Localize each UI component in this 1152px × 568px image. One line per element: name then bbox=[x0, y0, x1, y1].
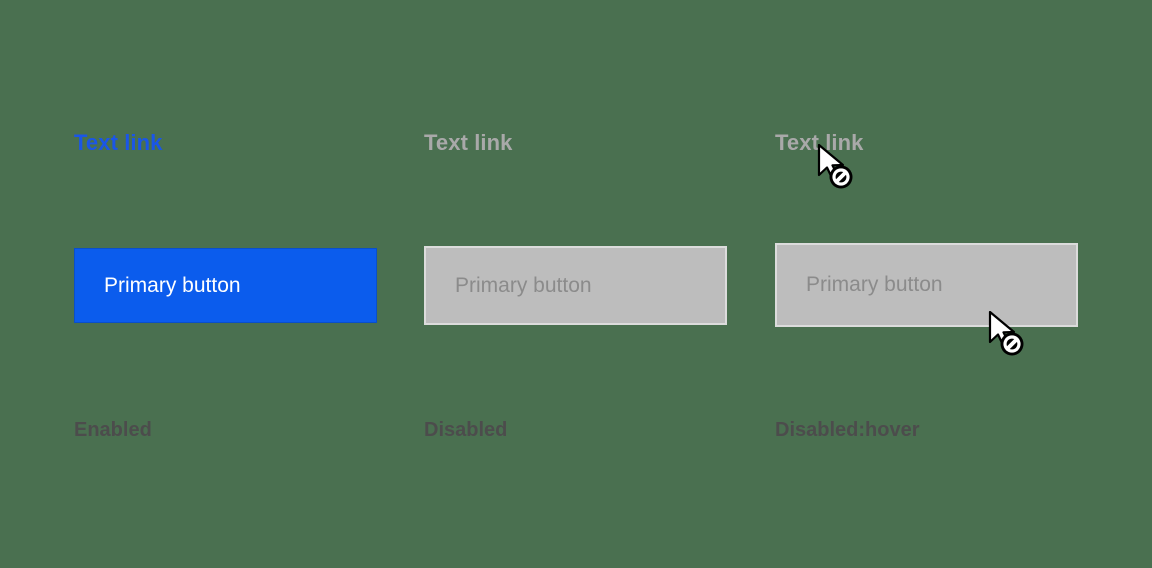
primary-button-disabled-hover: Primary button bbox=[775, 243, 1078, 327]
primary-button-disabled: Primary button bbox=[424, 246, 727, 325]
text-link-enabled[interactable]: Text link bbox=[74, 130, 163, 155]
caption-enabled: Enabled bbox=[74, 419, 152, 441]
caption-disabled: Disabled bbox=[424, 419, 508, 441]
text-link-disabled-hover: Text link bbox=[775, 130, 864, 155]
primary-button-enabled[interactable]: Primary button bbox=[74, 248, 377, 323]
state-column-enabled: Text link Primary button Enabled bbox=[74, 0, 404, 568]
caption-disabled-hover: Disabled:hover bbox=[775, 419, 920, 441]
text-link-disabled: Text link bbox=[424, 130, 513, 155]
state-column-disabled-hover: Text link Primary button Disabled:hover bbox=[775, 0, 1105, 568]
state-column-disabled: Text link Primary button Disabled bbox=[424, 0, 754, 568]
